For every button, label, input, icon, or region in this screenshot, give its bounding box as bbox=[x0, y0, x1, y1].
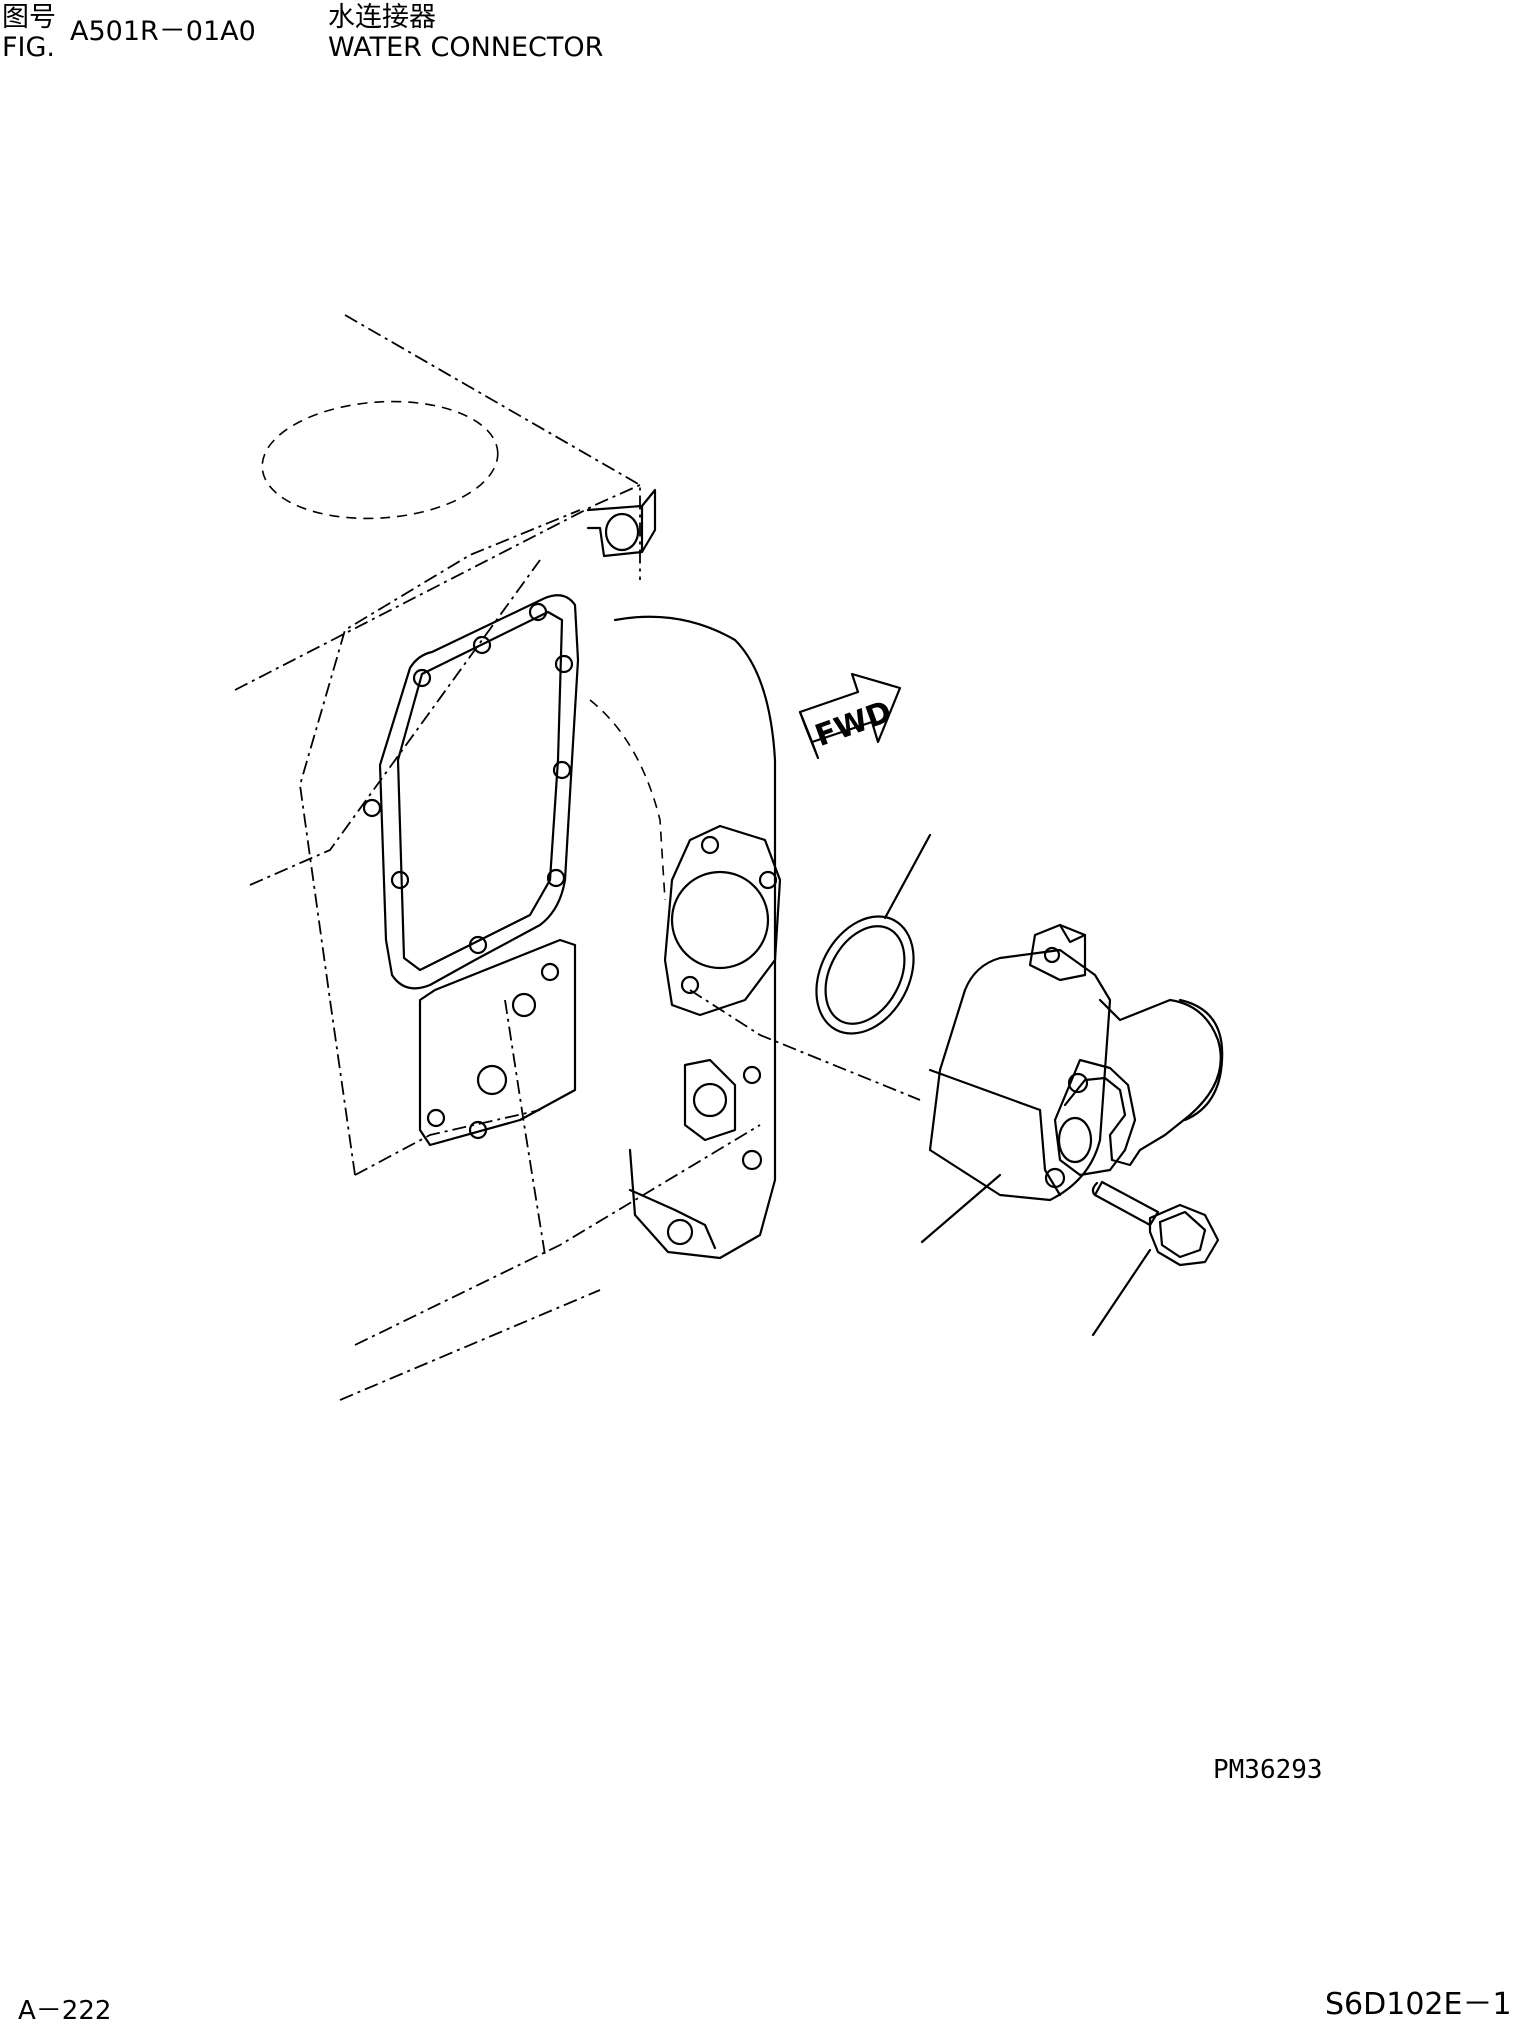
block-boss bbox=[586, 488, 657, 558]
title-en: WATER CONNECTOR bbox=[328, 32, 604, 63]
fig-number: A501R－01A0 bbox=[70, 16, 256, 47]
cover-bolt-holes bbox=[362, 602, 574, 955]
water-connector bbox=[920, 923, 1224, 1244]
flange-bolt bbox=[1091, 1180, 1220, 1337]
gear-cover-plate bbox=[362, 594, 580, 990]
fwd-arrow-icon: FWD bbox=[798, 672, 902, 760]
o-ring bbox=[815, 833, 932, 1035]
lower-plate bbox=[418, 938, 577, 1147]
engine-block-phantom bbox=[234, 314, 761, 1401]
fig-label-en: FIG. bbox=[2, 32, 55, 63]
title-cn: 水连接器 bbox=[328, 2, 436, 33]
fig-label-cn: 图号 bbox=[2, 2, 56, 33]
model-number: S6D102E－1 bbox=[1325, 1987, 1512, 2022]
connector-mounting-face bbox=[589, 615, 782, 1260]
drawing-code: PM36293 bbox=[1213, 1755, 1323, 1785]
page-number: A－222 bbox=[18, 1996, 112, 2026]
